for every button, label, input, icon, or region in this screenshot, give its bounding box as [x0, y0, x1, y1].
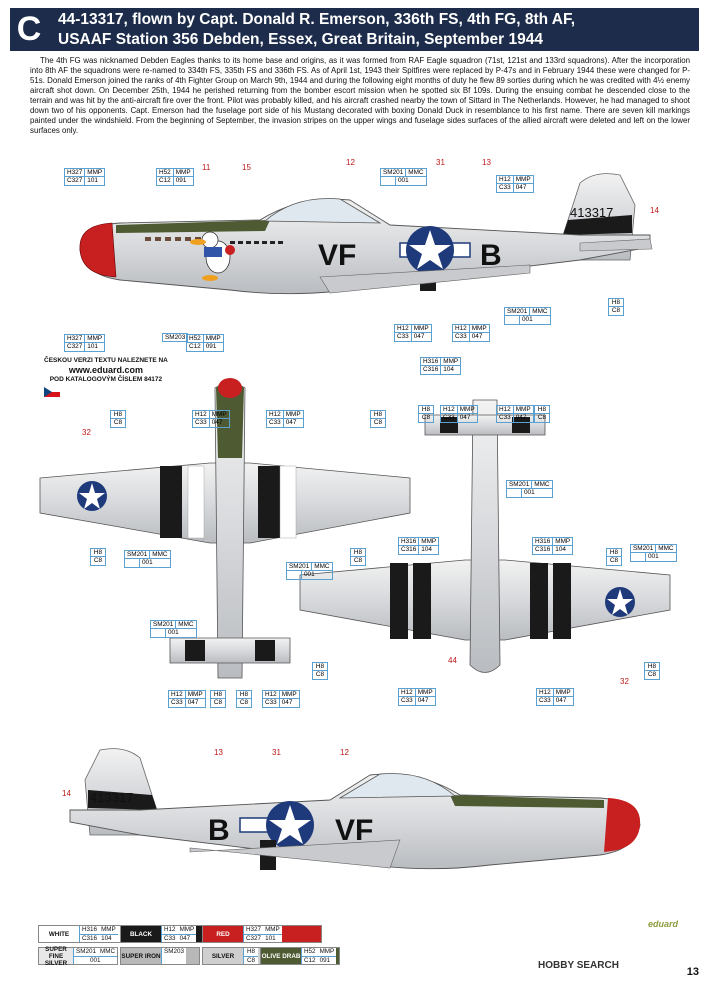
czech-url-link[interactable]: www.eduard.com: [68, 365, 144, 375]
hobby-search-watermark: HOBBY SEARCH: [538, 960, 619, 971]
czech-version-note: ČESKOU VERZI TEXTU NALEZNETE NA www.edua…: [44, 357, 168, 383]
aircraft-letter-b-starboard: B: [208, 814, 230, 847]
callout-number: 32: [620, 677, 629, 686]
port-side-profile: VF B 413317: [79, 173, 653, 295]
callout-number: 15: [242, 163, 251, 172]
title-line-1: 44-13317, flown by Capt. Donald R. Emers…: [58, 11, 576, 28]
callout-number: 11: [202, 163, 211, 172]
national-insignia: [399, 226, 471, 274]
callout-number: 31: [436, 158, 445, 167]
serial-number-starboard: 413317: [90, 790, 133, 805]
callout-number: 13: [482, 158, 491, 167]
top-view: [39, 378, 411, 679]
profile-letter: C: [16, 10, 42, 48]
squadron-code-vf: VF: [318, 239, 356, 272]
callout-number: 31: [272, 748, 281, 757]
callout-number: 12: [346, 158, 355, 167]
callout-number: 44: [448, 656, 457, 665]
callout-number: 32: [82, 428, 91, 437]
starboard-side-profile: B VF 413317: [69, 748, 641, 870]
header-bar: C 44-13317, flown by Capt. Donald R. Eme…: [10, 8, 699, 51]
callout-number: 12: [340, 748, 349, 757]
eduard-logo: eduard: [648, 919, 679, 929]
callout-number: 13: [214, 748, 223, 757]
paint-callout-iron: SM203: [162, 333, 189, 343]
czech-flag-icon: [44, 387, 60, 397]
history-text: The 4th FG was nicknamed Debden Eagles t…: [30, 56, 690, 135]
callout-number: 14: [650, 206, 659, 215]
callout-number: 14: [62, 789, 71, 798]
aircraft-letter-b: B: [480, 239, 502, 272]
serial-number: 413317: [570, 205, 613, 220]
title-line-2: USAAF Station 356 Debden, Essex, Great B…: [58, 31, 543, 48]
page-number: 13: [686, 966, 699, 978]
donald-duck-nose-art: [190, 231, 235, 281]
squadron-code-vf-starboard: VF: [335, 814, 373, 847]
bottom-view: [299, 399, 671, 673]
